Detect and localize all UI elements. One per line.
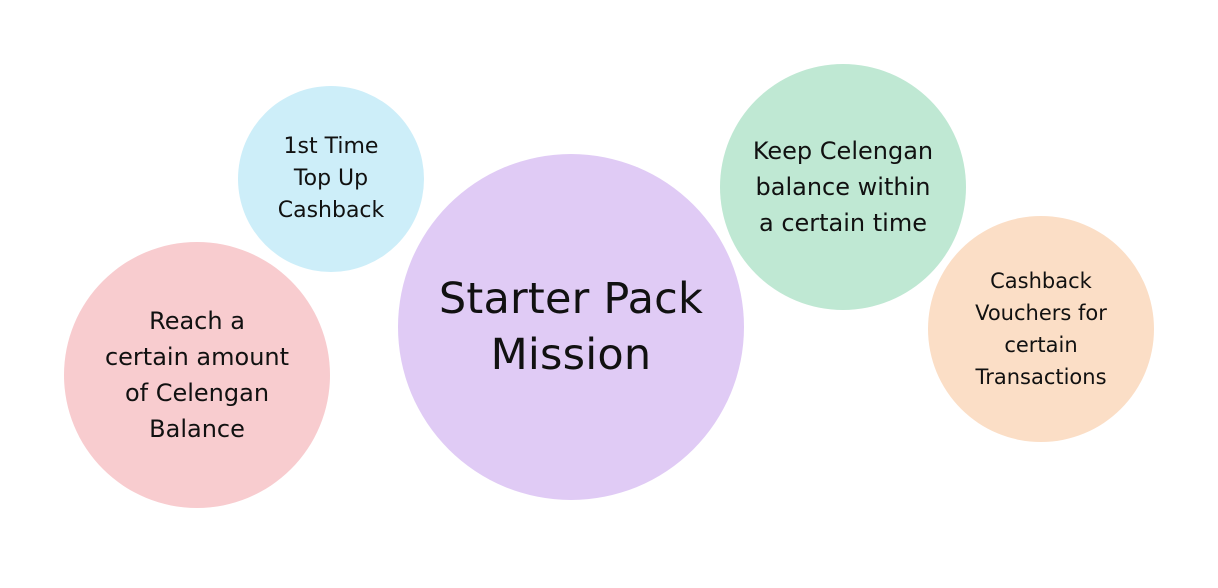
bubble-label: Cashback Vouchers for certain Transactio…: [975, 269, 1107, 389]
bubble-label: Keep Celengan balance within a certain t…: [752, 137, 934, 237]
bubble-cashback-vouchers: Cashback Vouchers for certain Transactio…: [928, 216, 1154, 442]
bubble-starter-pack-mission: Starter Pack Mission: [398, 154, 744, 500]
bubble-keep-celengan-balance: Keep Celengan balance within a certain t…: [720, 64, 966, 310]
bubble-label: 1st Time Top Up Cashback: [277, 134, 385, 223]
bubble-title: Starter Pack Mission: [438, 274, 704, 380]
bubble-label: Reach a certain amount of Celengan Balan…: [104, 307, 290, 443]
bubble-reach-celengan-balance: Reach a certain amount of Celengan Balan…: [64, 242, 330, 508]
bubble-first-top-up-cashback: 1st Time Top Up Cashback: [238, 86, 424, 272]
